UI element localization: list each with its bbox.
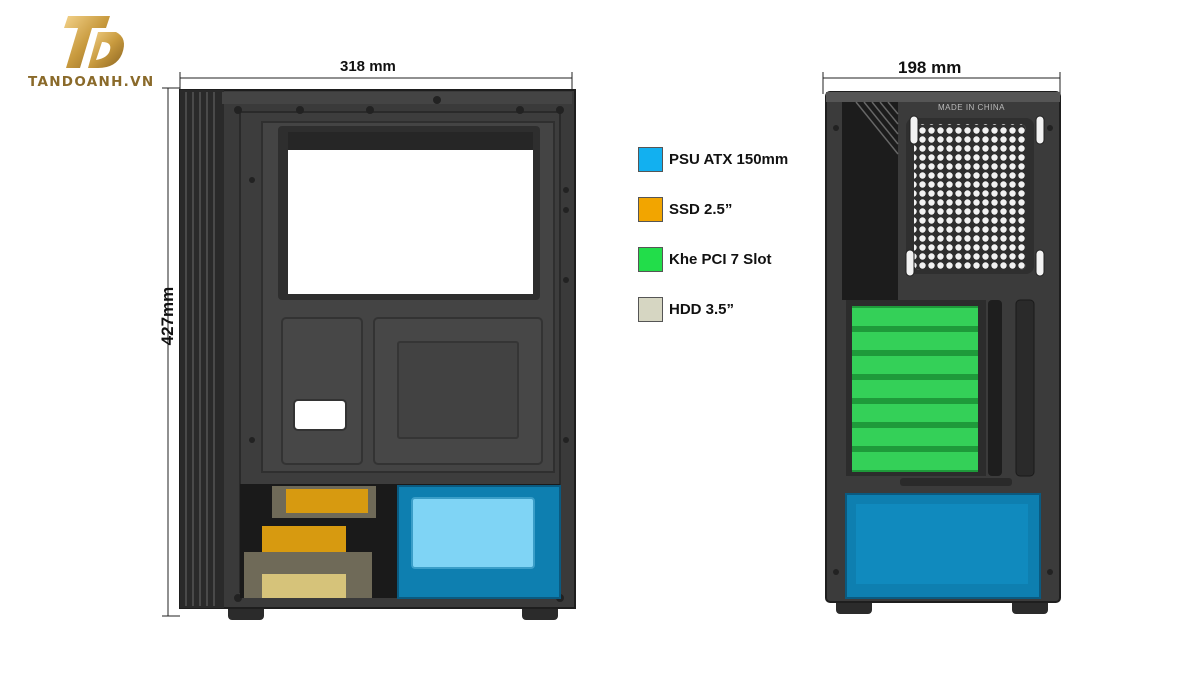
legend-label-hdd: HDD 3.5” xyxy=(669,300,735,318)
fan-mesh-pattern xyxy=(914,124,1026,270)
case-rear-view xyxy=(825,91,1061,614)
legend-swatch-hdd xyxy=(638,296,663,322)
width-label: 198 mm xyxy=(898,58,962,77)
legend: PSU ATX 150mm SSD 2.5” Khe PCI 7 Slot HD… xyxy=(638,146,788,346)
legend-item-psu: PSU ATX 150mm xyxy=(638,146,788,172)
legend-label-psu: PSU ATX 150mm xyxy=(669,150,789,168)
depth-label: 318 mm xyxy=(340,58,396,75)
legend-label-pci: Khe PCI 7 Slot xyxy=(669,250,772,268)
height-label: 427mm xyxy=(158,286,177,346)
legend-item-hdd: HDD 3.5” xyxy=(638,296,788,322)
legend-swatch-psu xyxy=(638,146,663,172)
brand-name: TANDOANH.VN xyxy=(28,74,155,90)
td-logo-icon xyxy=(64,16,124,68)
legend-swatch-ssd xyxy=(638,196,663,222)
pci-slot-highlights xyxy=(852,308,978,470)
height-dimension-line xyxy=(162,87,180,617)
rear-stamp: MADE IN CHINA xyxy=(938,103,1005,112)
legend-label-ssd: SSD 2.5” xyxy=(669,200,733,218)
depth-dimension-line xyxy=(179,72,573,92)
case-side-view xyxy=(179,89,576,620)
legend-item-pci: Khe PCI 7 Slot xyxy=(638,246,788,272)
legend-item-ssd: SSD 2.5” xyxy=(638,196,788,222)
legend-swatch-pci xyxy=(638,246,663,272)
width-dimension-line xyxy=(822,72,1061,94)
